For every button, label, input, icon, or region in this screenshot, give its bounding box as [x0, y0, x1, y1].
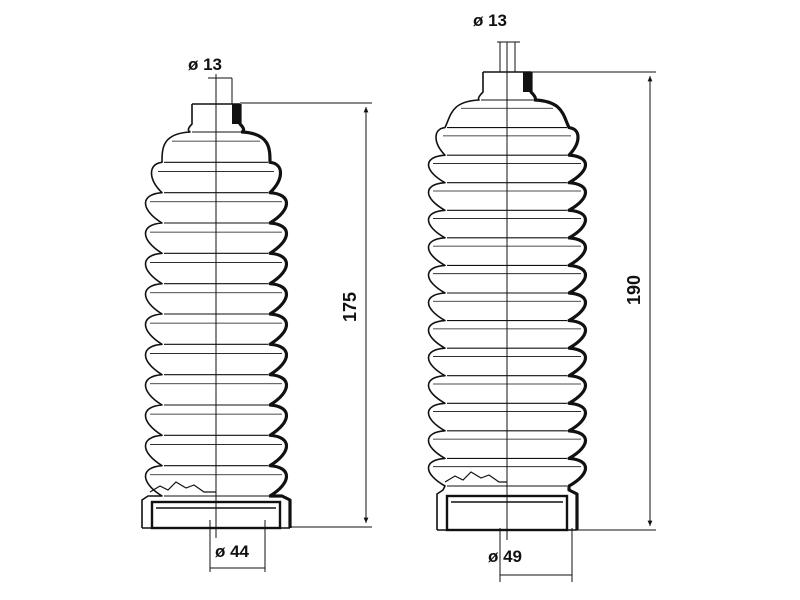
right-length-dimension: 190	[522, 71, 656, 531]
right-boot: ø 13 190 ø 49	[427, 11, 656, 582]
neck-wall	[523, 72, 531, 92]
right-length-label: 190	[624, 275, 644, 305]
left-bottom-diameter-dimension: ø 44	[209, 520, 266, 572]
cutaway-edge	[444, 471, 507, 483]
neck-wall	[232, 104, 240, 124]
left-boot-body	[141, 74, 292, 538]
boot-outer-profile	[238, 104, 292, 528]
right-bottom-diameter-dimension: ø 49	[488, 528, 573, 582]
left-length-dimension: 175	[240, 102, 372, 528]
left-bottom-diameter-label: ø 44	[215, 542, 250, 561]
right-top-diameter-label: ø 13	[473, 11, 507, 30]
right-bottom-diameter-label: ø 49	[488, 547, 522, 566]
right-boot-body	[427, 42, 588, 540]
left-length-label: 175	[340, 292, 360, 322]
right-top-diameter-dimension: ø 13	[473, 11, 520, 72]
boot-outer-profile	[529, 72, 588, 530]
boot-section-profile	[427, 72, 484, 530]
cutaway-edge	[149, 481, 216, 493]
left-boot: ø 13 175 ø 44	[141, 55, 372, 572]
boot-section-profile	[141, 104, 193, 528]
left-top-diameter-dimension: ø 13	[188, 55, 233, 104]
left-top-diameter-label: ø 13	[188, 55, 222, 74]
